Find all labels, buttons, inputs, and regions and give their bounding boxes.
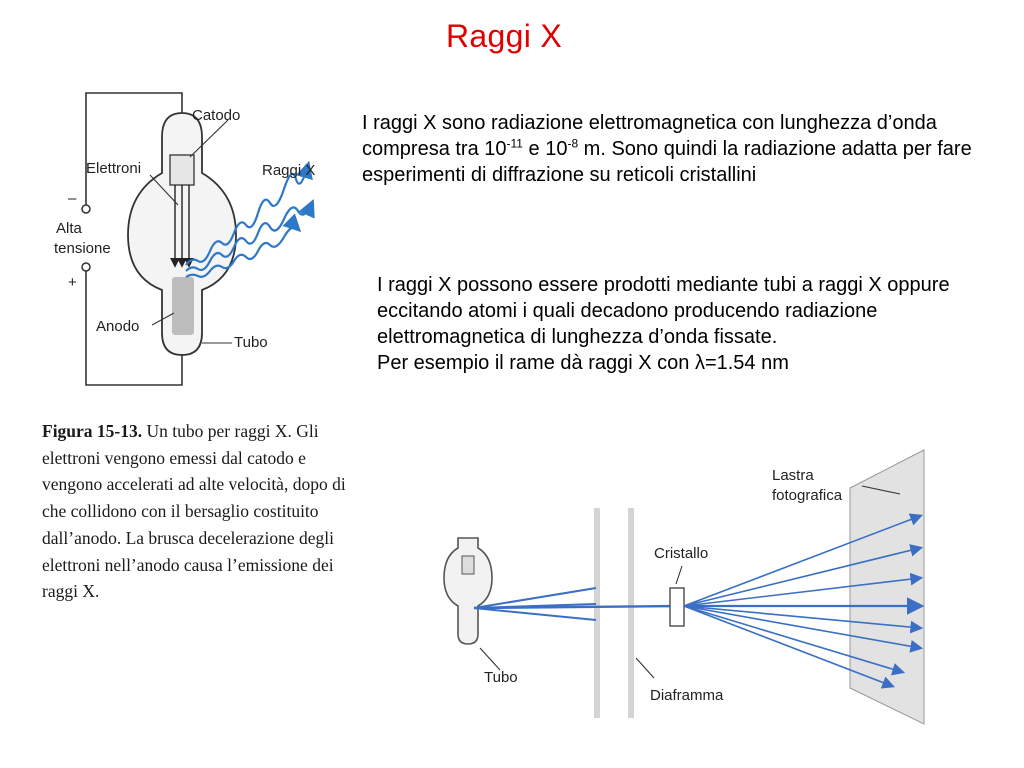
- diaphragm-1: [594, 508, 600, 718]
- label-tensione: tensione: [54, 240, 111, 257]
- label-catodo: Catodo: [192, 107, 240, 124]
- label-tubo-diffraction: Tubo: [484, 669, 518, 686]
- label-raggi-x: Raggi X: [262, 162, 315, 179]
- label-tubo: Tubo: [234, 334, 268, 351]
- crystal: [669, 587, 685, 627]
- label-cristallo: Cristallo: [654, 545, 708, 562]
- intro-text-2: e 10: [522, 138, 568, 160]
- cathode: [169, 154, 195, 186]
- exponent-1: -11: [506, 136, 523, 151]
- lambda-symbol: λ: [694, 352, 705, 374]
- copper-example-suffix: =1.54 nm: [704, 352, 789, 374]
- anode: [172, 277, 194, 335]
- slide-title: Raggi X: [446, 18, 562, 54]
- diaphragm-2: [628, 508, 634, 718]
- xray-wave: [185, 213, 302, 278]
- intro-paragraph: I raggi X sono radiazione elettromagneti…: [362, 110, 972, 188]
- xray-tube: [443, 537, 493, 645]
- xray-tube-figure: Catodo Elettroni Raggi X – Alta tensione…: [54, 92, 315, 386]
- production-text: I raggi X possono essere prodotti median…: [377, 274, 950, 348]
- label-fotografica: fotografica: [772, 487, 843, 504]
- terminal-minus: [81, 204, 91, 214]
- caption-figure-number: Figura 15-13.: [42, 421, 143, 441]
- xray-wave: [185, 198, 315, 272]
- production-paragraph: I raggi X possono essere prodotti median…: [377, 272, 977, 376]
- intro-text-1: I raggi X sono radiazione elettromagneti…: [362, 112, 937, 160]
- circuit-wire-lower: [85, 270, 183, 386]
- label-minus: –: [68, 190, 77, 207]
- label-lastra: Lastra: [772, 467, 814, 484]
- label-elettroni: Elettroni: [86, 160, 141, 177]
- label-diaframma: Diaframma: [650, 687, 724, 704]
- copper-example-prefix: Per esempio il rame dà raggi X con: [377, 352, 695, 374]
- diffraction-figure: Lastra fotografica Cristallo Tubo Diafra…: [443, 449, 925, 725]
- label-alta: Alta: [56, 220, 83, 237]
- terminal-plus: [81, 262, 91, 272]
- caption-text: Un tubo per raggi X. Gli elettroni vengo…: [42, 421, 346, 602]
- circuit-wire: [85, 92, 183, 205]
- figure-caption: Figura 15-13. Un tubo per raggi X. Gli e…: [42, 418, 347, 605]
- intro-text-3: m. Sono quindi la radiazione adatta per …: [362, 138, 972, 186]
- label-anodo: Anodo: [96, 318, 139, 335]
- exponent-2: -8: [567, 136, 579, 151]
- label-plus: +: [68, 274, 77, 291]
- xray-wave: [185, 160, 313, 266]
